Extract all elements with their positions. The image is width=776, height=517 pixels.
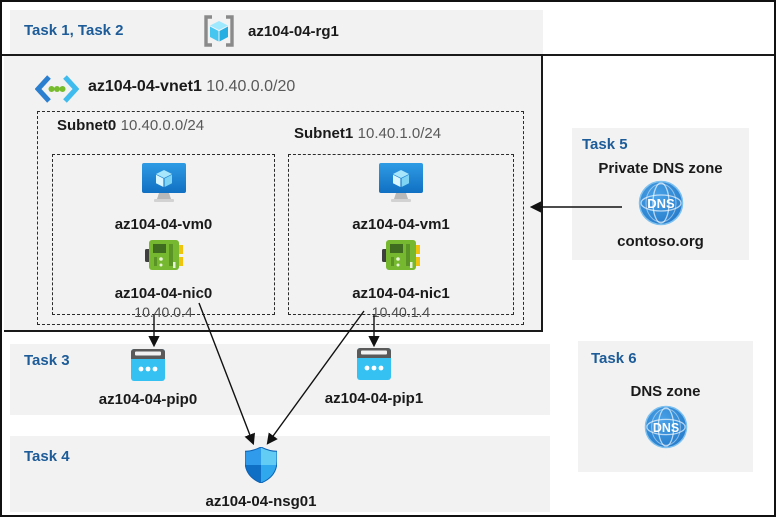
vnet-box [4,56,543,332]
public-ip1-icon [357,348,391,385]
pip1-label: az104-04-pip1 [324,390,424,407]
task3-label: Task 3 [24,352,70,369]
dns-zone-title: DNS zone [630,383,701,400]
subnet0-box: az104-04-vm0 az104-04-nic0 10.40.0.4 [52,154,275,320]
nic1-icon [382,238,420,277]
subnet1-cidr: 10.40.1.0/24 [357,125,442,142]
nsg-label: az104-04-nsg01 [205,493,317,510]
subnet1-name: Subnet1 [294,125,354,142]
task4-label: Task 4 [24,448,70,465]
vm1-label: az104-04-vm1 [352,216,450,233]
nic0-label: az104-04-nic0 [114,285,213,302]
nic1-label: az104-04-nic1 [352,285,450,302]
subnet0-cidr: 10.40.0.0/24 [120,117,205,134]
task5-box: Task 5 Private DNS zone DNS contoso.org [572,128,749,260]
subnet0-label: Subnet0 10.40.0.0/24 [57,117,204,135]
nsg-group: az104-04-nsg01 [181,446,341,510]
private-dns-zone-title: Private DNS zone [598,160,723,177]
subnet1-stack: az104-04-vm1 az104-04-nic1 10.40.1.4 [289,155,513,320]
nic0-ip: 10.40.0.4 [134,304,193,320]
vnet-name: az104-04-vnet1 [88,78,202,95]
nic0-icon [144,238,183,277]
dns-zone-icon: DNS [644,405,688,454]
vm0-icon [141,163,187,208]
header-divider-line [2,54,774,56]
pip0-label: az104-04-pip0 [98,391,198,408]
subnet1-box: az104-04-vm1 az104-04-nic1 10.40.1.4 [288,154,514,320]
pip1-group: az104-04-pip1 [294,348,454,407]
vm1-icon [378,163,424,208]
resource-group-icon [202,13,236,54]
subnet0-name: Subnet0 [57,117,117,134]
task6-box: Task 6 DNS zone DNS [578,341,753,472]
private-dns-zone-name: contoso.org [617,233,704,250]
nsg-shield-icon [244,446,278,488]
nic1-ip: 10.40.1.4 [371,304,431,320]
dns-icon-text: DNS [647,196,675,211]
task1-2-label: Task 1, Task 2 [24,22,124,39]
vnet-cidr: 10.40.0.0/20 [206,78,296,95]
resource-group-name: az104-04-rg1 [248,23,339,40]
vm0-label: az104-04-vm0 [114,216,213,233]
subnet1-label: Subnet1 10.40.1.0/24 [294,125,441,143]
task6-label: Task 6 [591,350,637,367]
task4-band: Task 4 [10,436,550,512]
vnet-title: az104-04-vnet1 10.40.0.0/20 [88,78,295,96]
pip0-group: az104-04-pip0 [68,349,228,408]
public-ip0-icon [131,349,165,386]
vnet-icon [34,74,80,109]
task1-2-band: Task 1, Task 2 az104-04-rg1 [10,10,543,54]
subnet0-stack: az104-04-vm0 az104-04-nic0 10.40.0.4 [53,155,274,320]
task5-label: Task 5 [582,136,628,153]
private-dns-zone-icon: DNS [638,180,684,231]
dns-icon-text: DNS [652,421,678,435]
